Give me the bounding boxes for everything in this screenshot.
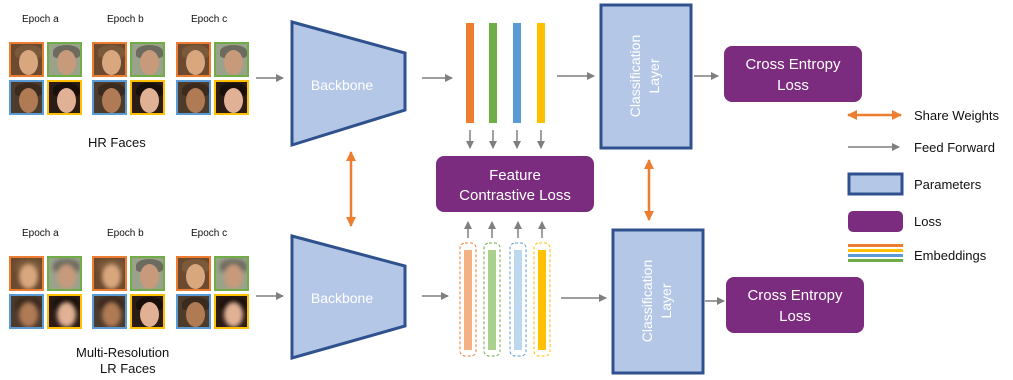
classification-layer-top (599, 3, 693, 150)
embedding-bar-orange (466, 23, 474, 123)
face-thumbnail (47, 256, 82, 291)
legend-feed-forward-label: Feed Forward (914, 140, 995, 155)
embedding-bar-blue (513, 23, 521, 123)
face-thumbnail (47, 80, 82, 115)
lr-faces-caption-line1: Multi-Resolution (76, 345, 170, 360)
legend-embeddings-icon-green (848, 259, 903, 262)
legend-embeddings-label: Embeddings (914, 248, 987, 263)
feature-contrastive-loss-box (436, 156, 594, 212)
backbone-top (290, 20, 407, 148)
embedding-outline (509, 242, 527, 357)
embedding-outline (483, 242, 501, 357)
lr-faces-caption-line2: LR Faces (100, 361, 156, 376)
legend-loss-label: Loss (914, 214, 942, 229)
lr-epoch-c-label: Epoch c (191, 228, 228, 239)
hr-face-grid-epoch-b (92, 42, 168, 118)
embedding-bar-yellow-bottom (538, 250, 546, 350)
face-thumbnail (9, 294, 44, 329)
ce-bottom-line2: Loss (779, 308, 811, 325)
face-thumbnail (176, 294, 211, 329)
lr-face-grid-epoch-a (9, 256, 85, 332)
cross-entropy-loss-top (724, 46, 862, 102)
embedding-outline (533, 242, 551, 357)
backbone-bottom-label: Backbone (311, 290, 373, 306)
face-thumbnail (92, 42, 127, 77)
lr-epoch-b-label: Epoch b (107, 228, 144, 239)
backbone-top-label: Backbone (311, 77, 373, 93)
cross-entropy-loss-bottom (726, 277, 864, 333)
fcl-label-line1: Feature (489, 167, 541, 184)
ce-top-line1: Cross Entropy (745, 56, 841, 73)
face-thumbnail (130, 42, 165, 77)
embedding-bar-green-light (488, 250, 496, 350)
classification-top-line2: Layer (646, 58, 662, 93)
face-thumbnail (214, 80, 249, 115)
legend-parameters-label: Parameters (914, 177, 982, 192)
face-thumbnail (176, 80, 211, 115)
hr-face-grid-epoch-c (176, 42, 252, 118)
embedding-bar-yellow (537, 23, 545, 123)
face-thumbnail (176, 256, 211, 291)
hr-epoch-a-label: Epoch a (22, 14, 59, 25)
lr-epoch-a-label: Epoch a (22, 228, 59, 239)
legend-share-weights-label: Share Weights (914, 108, 1000, 123)
face-thumbnail (9, 42, 44, 77)
hr-epoch-b-label: Epoch b (107, 14, 144, 25)
face-thumbnail (47, 294, 82, 329)
face-thumbnail (130, 256, 165, 291)
backbone-bottom (290, 234, 407, 360)
embedding-outline (459, 242, 477, 357)
face-thumbnail (130, 80, 165, 115)
face-thumbnail (92, 80, 127, 115)
hr-faces-caption: HR Faces (88, 135, 146, 150)
face-thumbnail (9, 80, 44, 115)
legend-loss-icon (848, 211, 903, 232)
face-thumbnail (130, 294, 165, 329)
face-thumbnail (9, 256, 44, 291)
face-thumbnail (92, 294, 127, 329)
hr-epoch-c-label: Epoch c (191, 14, 228, 25)
embedding-bar-orange-light (464, 250, 472, 350)
face-thumbnail (92, 256, 127, 291)
face-thumbnail (214, 42, 249, 77)
fcl-label-line2: Contrastive Loss (459, 187, 571, 204)
lr-face-grid-epoch-b (92, 256, 168, 332)
face-thumbnail (176, 42, 211, 77)
legend-parameters-icon (847, 172, 904, 196)
hr-face-grid-epoch-a (9, 42, 85, 118)
legend-embeddings-icon-yellow (848, 249, 903, 252)
ce-bottom-line1: Cross Entropy (747, 287, 843, 304)
classification-layer-bottom (611, 228, 705, 375)
classification-bottom-line1: Classification (639, 260, 655, 342)
face-thumbnail (214, 294, 249, 329)
legend-embeddings-icon-blue (848, 254, 903, 257)
classification-top-line1: Classification (627, 35, 643, 117)
legend-embeddings-icon-orange (848, 244, 903, 247)
ce-top-line2: Loss (777, 77, 809, 94)
classification-bottom-line2: Layer (658, 283, 674, 318)
lr-face-grid-epoch-c (176, 256, 252, 332)
embedding-bar-blue-light (514, 250, 522, 350)
face-thumbnail (214, 256, 249, 291)
face-thumbnail (47, 42, 82, 77)
embedding-bar-green (489, 23, 497, 123)
